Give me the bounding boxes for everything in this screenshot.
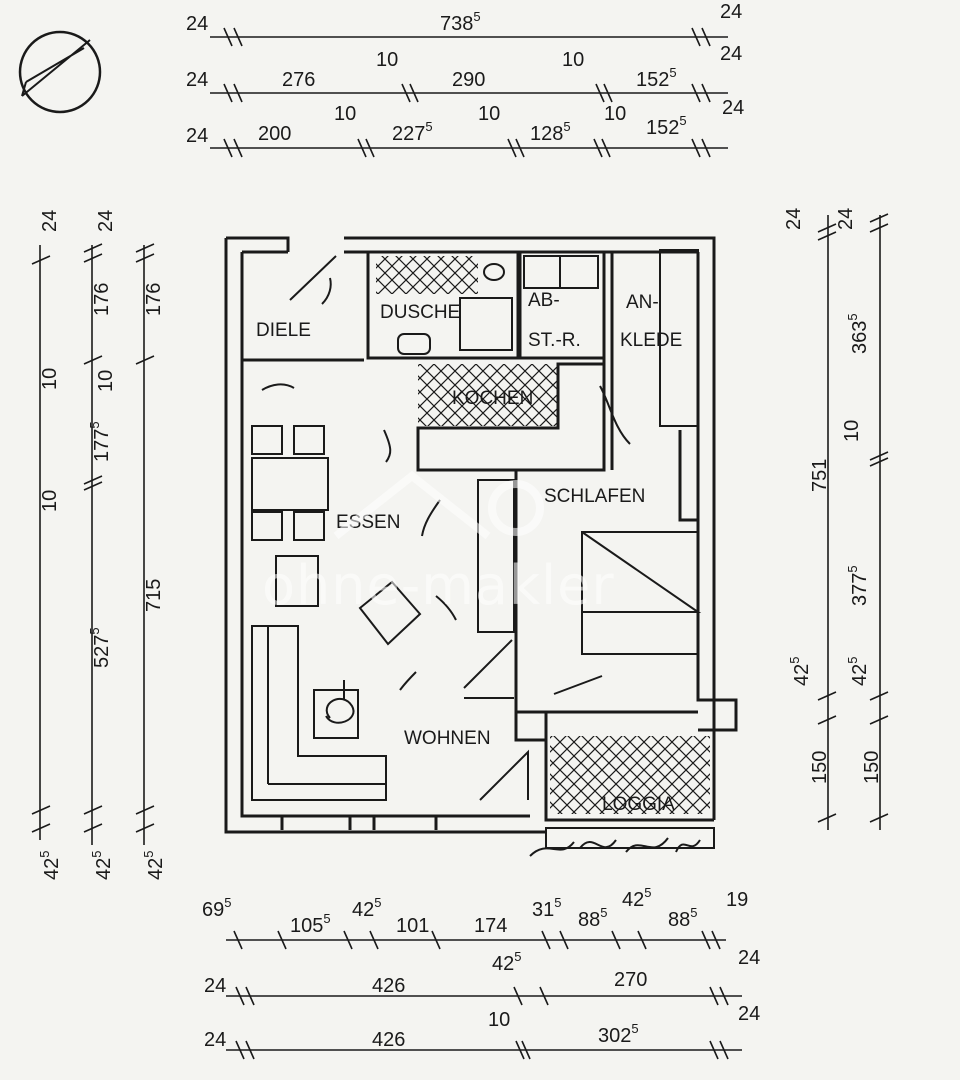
dimension-label-bottom2-2: 425: [492, 949, 521, 975]
dimension-label-right2-5: 150: [861, 751, 883, 784]
dimension-label-left2-3: 425: [89, 851, 115, 880]
watermark-logo: [333, 470, 544, 540]
room-label-diele: DIELE: [256, 320, 311, 341]
dimension-label-left1-0: 24: [39, 210, 61, 232]
dimension-label-left3-2: 10: [95, 370, 117, 392]
room-label-ankleide-2: KLEDE: [620, 330, 682, 351]
dimension-label-left3-1: 176: [143, 283, 165, 316]
dimension-label-bottom2-3: 270: [614, 969, 647, 991]
dimension-label-bottom1-8: 885: [668, 905, 697, 931]
dimension-label-top2-6: 24: [720, 43, 742, 65]
dimension-label-bottom1-7: 425: [622, 885, 651, 911]
dimension-label-bottom3-4: 24: [738, 1003, 760, 1025]
dimension-label-bottom1-9: 19: [726, 889, 748, 911]
dimension-label-bottom1-4: 174: [474, 915, 507, 937]
dimension-label-top3-5: 1285: [530, 119, 571, 145]
dimension-label-top3-7: 1525: [646, 113, 687, 139]
dimension-label-top2-0: 24: [186, 69, 208, 91]
dimension-label-bottom1-0: 695: [202, 895, 231, 921]
dimension-label-right2-2: 10: [841, 420, 863, 442]
dimension-label-top1-2: 24: [720, 1, 742, 23]
dimension-label-right2-0: 24: [835, 208, 857, 230]
dimension-label-top3-0: 24: [186, 125, 208, 147]
dimension-label-top3-6: 10: [604, 103, 626, 125]
dimension-label-top2-3: 290: [452, 69, 485, 91]
room-label-dusche: DUSCHE: [380, 302, 460, 323]
dimension-label-bottom3-1: 426: [372, 1029, 405, 1051]
dimension-label-bottom1-2: 425: [352, 895, 381, 921]
dimension-label-left1-1: 10: [39, 368, 61, 390]
hatched-areas: [376, 256, 710, 814]
dimension-label-left1-2: 10: [39, 490, 61, 512]
dimension-label-left3-4: 425: [141, 851, 167, 880]
dimension-label-top2-5: 1525: [636, 65, 677, 91]
room-label-kochen: KOCHEN: [452, 388, 533, 409]
dimension-label-top3-4: 10: [478, 103, 500, 125]
room-label-abstellraum-1: AB-: [528, 290, 560, 311]
dimension-label-bottom2-1: 426: [372, 975, 405, 997]
dimension-label-right1-3: 150: [809, 751, 831, 784]
dimension-label-top1-1: 7385: [440, 9, 481, 35]
walls: [224, 236, 738, 834]
dimension-label-bottom3-3: 3025: [598, 1021, 639, 1047]
dimension-lines: [31, 27, 889, 1060]
dimension-label-right1-0: 24: [783, 208, 805, 230]
room-label-abstellraum-2: ST.-R.: [528, 330, 581, 351]
dimension-label-left2-0: 176: [91, 283, 113, 316]
dimension-label-left1-3: 425: [37, 851, 63, 880]
room-label-loggia: LOGGIA: [602, 794, 675, 815]
dimension-label-bottom1-1: 1055: [290, 911, 331, 937]
dimension-label-bottom2-0: 24: [204, 975, 226, 997]
dimension-label-top3-8: 24: [722, 97, 744, 119]
room-label-schlafen: SCHLAFEN: [544, 486, 645, 507]
dimension-label-top1-0: 24: [186, 13, 208, 35]
dimension-label-right2-1: 3635: [845, 313, 871, 354]
dimension-label-bottom2-4: 24: [738, 947, 760, 969]
dimension-label-top2-4: 10: [562, 49, 584, 71]
dimension-label-top3-2: 10: [334, 103, 356, 125]
north-arrow-icon: [18, 30, 102, 114]
dimension-label-bottom1-6: 885: [578, 905, 607, 931]
dimension-label-left3-3: 715: [143, 579, 165, 612]
dimension-label-bottom3-2: 10: [488, 1009, 510, 1031]
dimension-label-bottom1-3: 101: [396, 915, 429, 937]
dimension-label-top2-1: 276: [282, 69, 315, 91]
dimension-label-left2-2: 5275: [87, 627, 113, 668]
dimension-label-left3-0: 24: [95, 210, 117, 232]
watermark-text: ohne-makler: [262, 554, 615, 617]
dimension-label-top3-1: 200: [258, 123, 291, 145]
dimension-label-right1-1: 751: [809, 459, 831, 492]
dimension-label-right1-2: 425: [787, 657, 813, 686]
dimension-label-bottom3-0: 24: [204, 1029, 226, 1051]
dimension-label-right2-3: 3775: [845, 565, 871, 606]
dimension-label-top2-2: 10: [376, 49, 398, 71]
room-label-wohnen: WOHNEN: [404, 728, 491, 749]
dimension-label-bottom1-5: 315: [532, 895, 561, 921]
furniture: [251, 249, 715, 857]
room-label-ankleide-1: AN-: [626, 292, 659, 313]
dimension-label-left2-1: 1775: [87, 421, 113, 462]
dimension-label-right2-4: 425: [845, 657, 871, 686]
dimension-label-top3-3: 2275: [392, 119, 433, 145]
